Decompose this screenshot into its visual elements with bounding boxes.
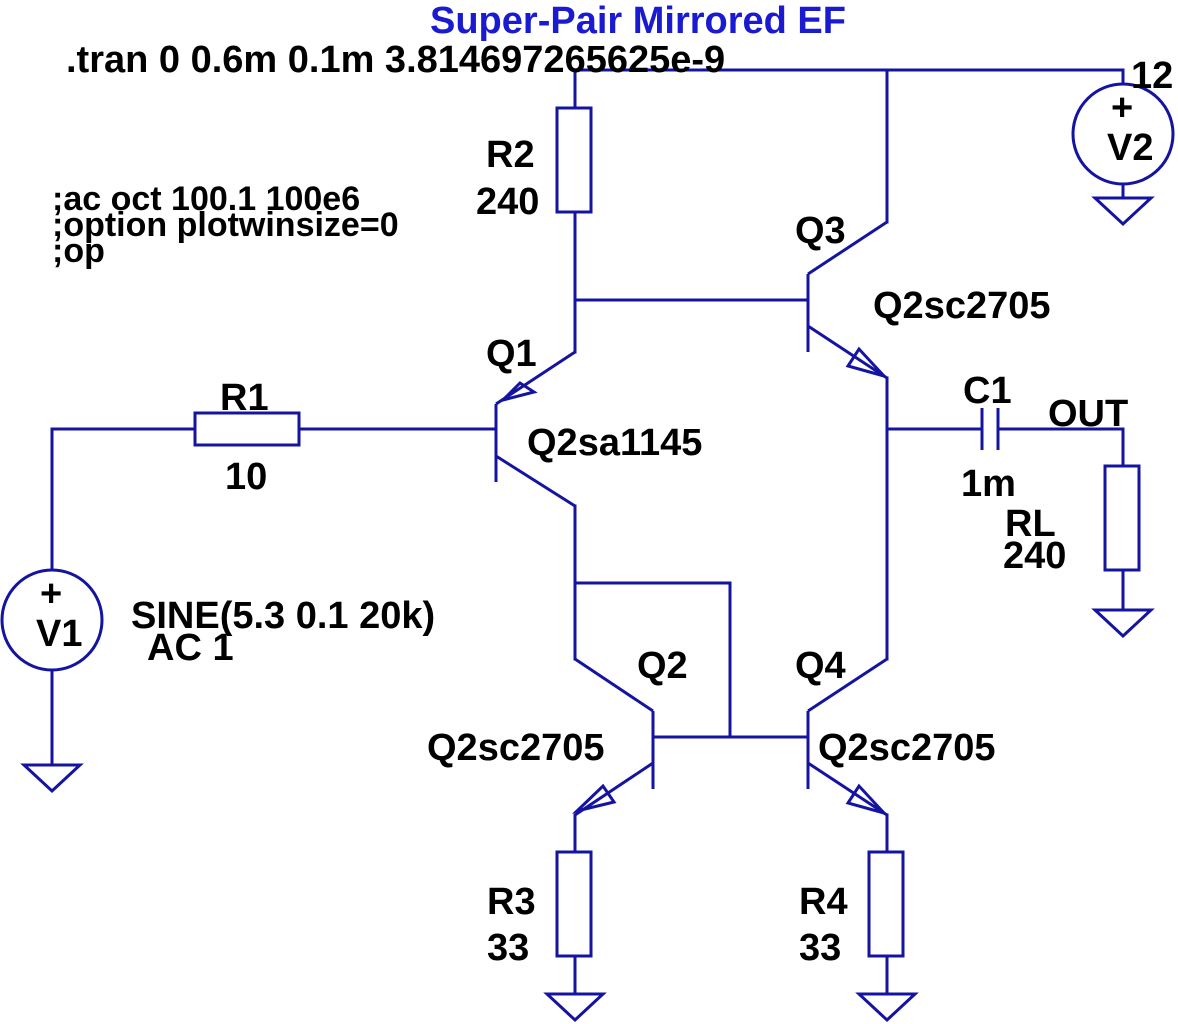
v1-ac: AC 1 (147, 627, 234, 669)
resistor-r1 (193, 411, 301, 447)
r1-name: R1 (220, 377, 269, 419)
ground-icon-v2 (1091, 196, 1155, 227)
net-label-out: OUT (1048, 393, 1128, 435)
v2-name: V2 (1107, 127, 1153, 169)
r2-name: R2 (486, 134, 535, 176)
r2-value: 240 (476, 181, 539, 223)
q1-name: Q1 (486, 333, 537, 375)
q4-model: Q2sc2705 (818, 727, 996, 769)
wires (50, 68, 1125, 996)
rl-value: 240 (1003, 535, 1066, 577)
ground-icon-rl (1091, 608, 1155, 639)
transistor-q4-npn (806, 657, 889, 817)
resistor-r3 (555, 850, 593, 958)
directive-ac: ;ac oct 100.1 100e6 (52, 180, 360, 218)
capacitor-c1 (980, 408, 1000, 450)
transistor-q1-pnp (494, 350, 576, 508)
q2-name: Q2 (637, 645, 688, 687)
v1-value: SINE(5.3 0.1 20k) (131, 595, 435, 637)
q2-model: Q2sc2705 (427, 727, 605, 769)
ground-icon-r4 (855, 992, 919, 1023)
resistor-rl (1103, 464, 1141, 572)
c1-value: 1m (961, 463, 1016, 505)
v2-plus: + (1111, 87, 1133, 129)
v1-plus: + (40, 573, 62, 615)
q4-name: Q4 (795, 645, 846, 687)
resistor-r4 (867, 850, 905, 958)
rl-name: RL (1005, 503, 1056, 545)
voltage-source-v1 (0, 568, 104, 672)
schematic-title: Super-Pair Mirrored EF (430, 0, 846, 42)
wire-mirror-diode (573, 581, 732, 739)
r1-value: 10 (225, 456, 267, 498)
resistor-r2 (555, 106, 593, 214)
wire-v1-r1 (50, 427, 197, 570)
wire-top-rail (573, 68, 1125, 110)
v2-value: 12 (1131, 55, 1173, 97)
directive-option: ;option plotwinsize=0 (52, 206, 399, 244)
transistor-q3-npn (806, 220, 889, 380)
r4-name: R4 (799, 881, 848, 923)
directive-op: ;op (52, 232, 105, 270)
r3-name: R3 (487, 881, 536, 923)
c1-name: C1 (963, 370, 1012, 412)
r4-value: 33 (799, 927, 841, 969)
transistor-q2-npn (571, 657, 655, 817)
directive-tran: .tran 0 0.6m 0.1m 3.814697265625e-9 (66, 39, 725, 81)
q1-model: Q2sa1145 (527, 422, 702, 464)
q3-name: Q3 (795, 210, 846, 252)
q3-model: Q2sc2705 (873, 285, 1051, 327)
r3-value: 33 (487, 927, 529, 969)
v1-name: V1 (36, 613, 82, 655)
ground-icon-r3 (543, 992, 607, 1023)
ground-icon-v1 (20, 763, 84, 794)
